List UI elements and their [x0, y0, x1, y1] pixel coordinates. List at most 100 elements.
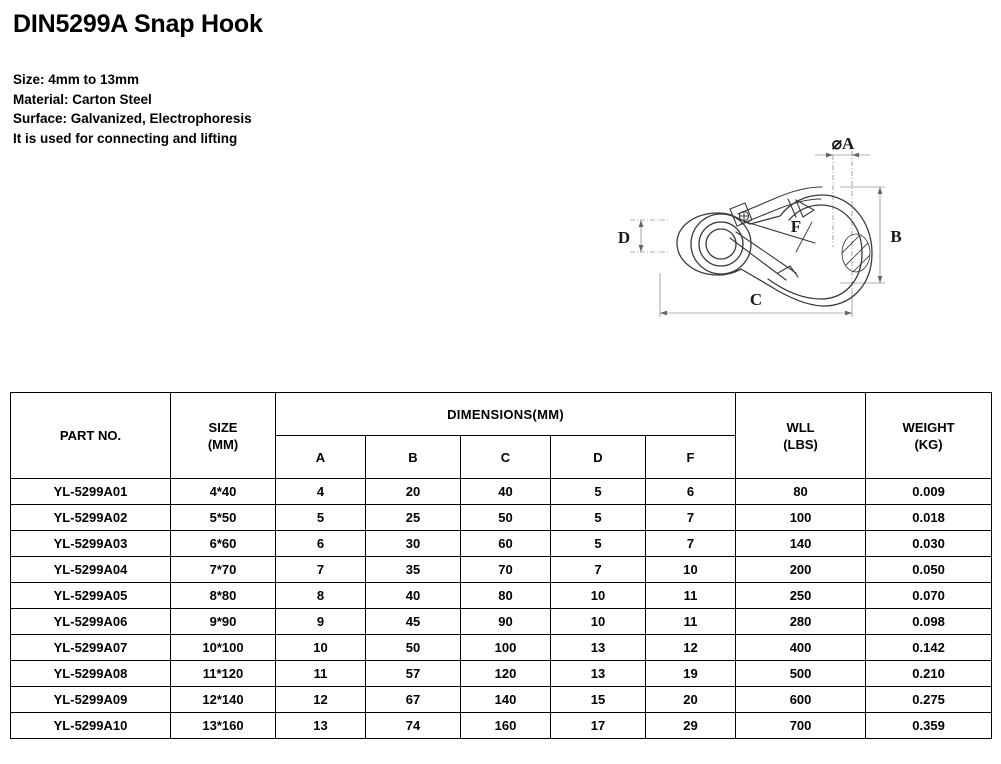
hook-gate-group — [729, 186, 823, 281]
spec-line-material: Material: Carton Steel — [13, 91, 152, 107]
cell-size: 12*140 — [170, 686, 276, 713]
header-dim-b: B — [365, 435, 461, 479]
cell-dim-f: 10 — [644, 556, 737, 583]
header-part-no: PART NO. — [10, 392, 171, 479]
header-wll-line1: WLL — [786, 419, 815, 435]
cell-weight: 0.142 — [865, 634, 993, 661]
cell-wll: 600 — [735, 686, 867, 713]
cell-part-no: YL-5299A10 — [10, 712, 171, 739]
specification-table: PART NO. SIZE (MM) DIMENSIONS(MM) WLL (L… — [10, 392, 993, 739]
cell-part-no: YL-5299A09 — [10, 686, 171, 713]
cell-dim-d: 15 — [550, 686, 646, 713]
cell-dim-a: 9 — [275, 608, 366, 635]
snap-hook-technical-drawing: ⌀A B C D F — [600, 125, 1001, 340]
cell-size: 13*160 — [170, 712, 276, 739]
cell-weight: 0.275 — [865, 686, 993, 713]
spec-line-usage: It is used for connecting and lifting — [13, 130, 238, 146]
cell-dim-f: 6 — [644, 478, 737, 505]
dimension-label-c: C — [750, 290, 762, 309]
cell-dim-a: 6 — [275, 530, 366, 557]
cell-weight: 0.098 — [865, 608, 993, 635]
cell-size: 9*90 — [170, 608, 276, 635]
cell-wll: 100 — [735, 504, 867, 531]
cell-dim-b: 74 — [365, 712, 461, 739]
cell-weight: 0.210 — [865, 660, 993, 687]
cell-dim-c: 160 — [460, 712, 551, 739]
cell-dim-a: 4 — [275, 478, 366, 505]
header-wll-line2: (LBS) — [783, 436, 818, 452]
cell-weight: 0.018 — [865, 504, 993, 531]
cell-dim-c: 50 — [460, 504, 551, 531]
header-dim-d: D — [550, 435, 646, 479]
cell-dim-a: 13 — [275, 712, 366, 739]
header-wll: WLL (LBS) — [735, 392, 867, 479]
cell-wll: 700 — [735, 712, 867, 739]
cell-dim-d: 13 — [550, 660, 646, 687]
cell-dim-b: 40 — [365, 582, 461, 609]
cell-part-no: YL-5299A05 — [10, 582, 171, 609]
dimension-label-diameter-a: ⌀A — [832, 134, 855, 153]
cell-dim-b: 20 — [365, 478, 461, 505]
header-dim-f: F — [644, 435, 737, 479]
dimension-arrowheads — [638, 152, 883, 316]
cell-wll: 250 — [735, 582, 867, 609]
cell-wll: 80 — [735, 478, 867, 505]
dimension-label-d: D — [618, 228, 630, 247]
cell-dim-b: 57 — [365, 660, 461, 687]
header-weight-line2: (KG) — [914, 436, 943, 452]
cell-dim-f: 11 — [644, 608, 737, 635]
cell-size: 7*70 — [170, 556, 276, 583]
header-size: SIZE (MM) — [170, 392, 276, 479]
cell-dim-d: 13 — [550, 634, 646, 661]
cell-dim-b: 45 — [365, 608, 461, 635]
cell-size: 6*60 — [170, 530, 276, 557]
cell-weight: 0.050 — [865, 556, 993, 583]
cell-dim-a: 8 — [275, 582, 366, 609]
cell-part-no: YL-5299A06 — [10, 608, 171, 635]
cell-dim-f: 20 — [644, 686, 737, 713]
header-dim-c: C — [460, 435, 551, 479]
cell-wll: 400 — [735, 634, 867, 661]
cell-dim-c: 100 — [460, 634, 551, 661]
cell-dim-c: 70 — [460, 556, 551, 583]
cell-size: 5*50 — [170, 504, 276, 531]
cell-dim-c: 90 — [460, 608, 551, 635]
cell-dim-f: 29 — [644, 712, 737, 739]
cell-wll: 500 — [735, 660, 867, 687]
cell-dim-d: 10 — [550, 582, 646, 609]
cell-part-no: YL-5299A02 — [10, 504, 171, 531]
cell-dim-c: 60 — [460, 530, 551, 557]
table-header-row-sub: A B C D F — [11, 435, 992, 479]
header-size-line2: (MM) — [207, 436, 239, 452]
spec-line-size: Size: 4mm to 13mm — [13, 72, 140, 87]
cell-part-no: YL-5299A03 — [10, 530, 171, 557]
cell-part-no: YL-5299A07 — [10, 634, 171, 661]
cell-weight: 0.070 — [865, 582, 993, 609]
cell-weight: 0.030 — [865, 530, 993, 557]
header-weight: WEIGHT (KG) — [865, 392, 993, 479]
cell-dim-a: 10 — [275, 634, 366, 661]
cell-dim-f: 7 — [644, 504, 737, 531]
header-dimensions-group: DIMENSIONS(MM) — [274, 392, 737, 436]
cell-weight: 0.359 — [865, 712, 993, 739]
dimension-label-b: B — [890, 227, 901, 246]
cell-wll: 200 — [735, 556, 867, 583]
spec-line-surface: Surface: Galvanized, Electrophoresis — [13, 111, 252, 126]
cell-part-no: YL-5299A01 — [10, 478, 171, 505]
cell-dim-b: 25 — [365, 504, 461, 531]
cell-part-no: YL-5299A04 — [10, 556, 171, 583]
cell-dim-d: 5 — [550, 530, 646, 557]
cell-dim-c: 120 — [460, 660, 551, 687]
cell-dim-f: 12 — [644, 634, 737, 661]
